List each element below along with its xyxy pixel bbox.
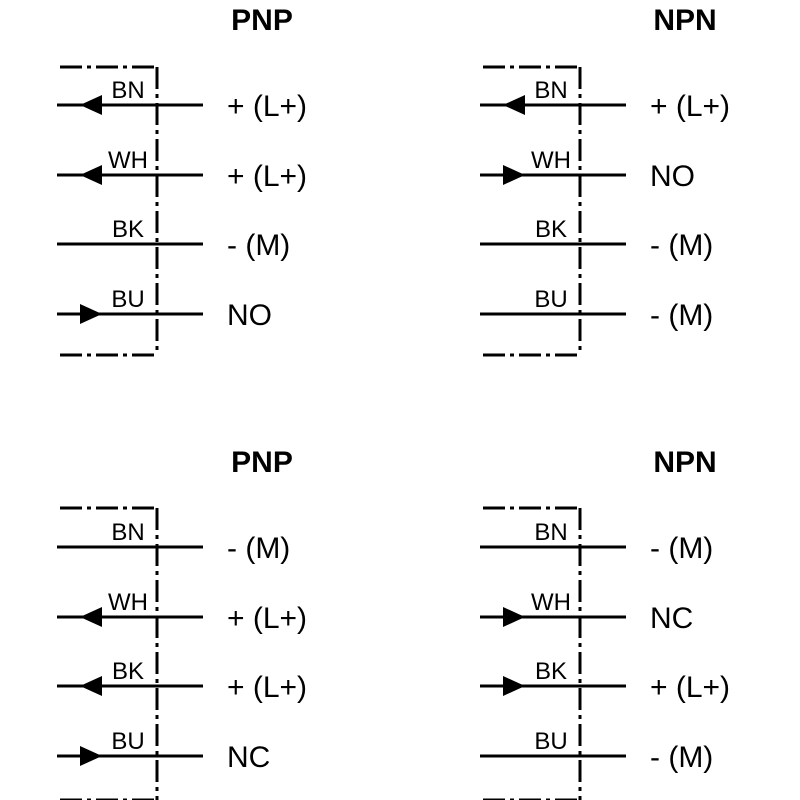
- connection-panel: PNP BN - (M) WH + (L+) BK + (L+) BU NC: [57, 446, 307, 800]
- terminal-label: + (L+): [227, 671, 307, 704]
- terminal-label: + (L+): [650, 90, 730, 123]
- connection-panel: NPN BN + (L+) WH NO BK - (M) BU - (M): [480, 4, 730, 357]
- arrow-right-icon: [503, 165, 525, 185]
- terminal-label: NO: [650, 160, 695, 193]
- wire: BN - (M): [480, 519, 713, 565]
- arrow-right-icon: [503, 607, 525, 627]
- wire-color-label: BU: [534, 728, 567, 755]
- panel-title: NPN: [653, 4, 716, 37]
- terminal-label: NC: [227, 741, 270, 774]
- wire-color-label: WH: [108, 147, 148, 174]
- arrow-left-icon: [503, 95, 525, 115]
- wire: WH NC: [480, 589, 693, 635]
- wire-color-label: BK: [112, 658, 144, 685]
- wire-color-label: BN: [111, 519, 144, 546]
- wire-color-label: BU: [111, 286, 144, 313]
- wire: BK + (L+): [480, 658, 730, 704]
- arrow-right-icon: [80, 304, 102, 324]
- wire: BK - (M): [57, 216, 290, 262]
- panel-title: PNP: [231, 4, 293, 37]
- wire: BK - (M): [480, 216, 713, 262]
- terminal-label: - (M): [650, 229, 713, 262]
- terminal-label: NO: [227, 299, 272, 332]
- wire: BN + (L+): [57, 77, 307, 123]
- wire-color-label: BU: [534, 286, 567, 313]
- wire-color-label: BK: [535, 658, 567, 685]
- terminal-label: - (M): [650, 532, 713, 565]
- wire: BU - (M): [480, 286, 713, 332]
- terminal-label: + (L+): [650, 671, 730, 704]
- wire-color-label: WH: [531, 589, 571, 616]
- wire-color-label: BK: [535, 216, 567, 243]
- terminal-label: - (M): [227, 532, 290, 565]
- arrow-left-icon: [80, 95, 102, 115]
- terminal-label: + (L+): [227, 90, 307, 123]
- terminal-label: + (L+): [227, 602, 307, 635]
- wire: BU NO: [57, 286, 272, 332]
- panel-title: NPN: [653, 446, 716, 479]
- wire: WH NO: [480, 147, 695, 193]
- wire-color-label: WH: [108, 589, 148, 616]
- wire-color-label: BN: [111, 77, 144, 104]
- wire-color-label: WH: [531, 147, 571, 174]
- wire-color-label: BN: [534, 77, 567, 104]
- arrow-right-icon: [80, 746, 102, 766]
- wire: WH + (L+): [57, 589, 307, 635]
- connection-panel: NPN BN - (M) WH NC BK + (L+) BU - (M): [480, 446, 730, 800]
- wire: BN - (M): [57, 519, 290, 565]
- wire: BN + (L+): [480, 77, 730, 123]
- terminal-label: - (M): [650, 299, 713, 332]
- terminal-label: + (L+): [227, 160, 307, 193]
- terminal-label: - (M): [227, 229, 290, 262]
- arrow-left-icon: [80, 607, 102, 627]
- wire-color-label: BN: [534, 519, 567, 546]
- terminal-label: NC: [650, 602, 693, 635]
- panel-title: PNP: [231, 446, 293, 479]
- wire: BU - (M): [480, 728, 713, 774]
- wire-color-label: BK: [112, 216, 144, 243]
- arrow-right-icon: [503, 676, 525, 696]
- arrow-left-icon: [80, 165, 102, 185]
- arrow-left-icon: [80, 676, 102, 696]
- terminal-label: - (M): [650, 741, 713, 774]
- connection-panel: PNP BN + (L+) WH + (L+) BK - (M) BU NO: [57, 4, 307, 357]
- wire: BK + (L+): [57, 658, 307, 704]
- wire-color-label: BU: [111, 728, 144, 755]
- wire: BU NC: [57, 728, 270, 774]
- wire: WH + (L+): [57, 147, 307, 193]
